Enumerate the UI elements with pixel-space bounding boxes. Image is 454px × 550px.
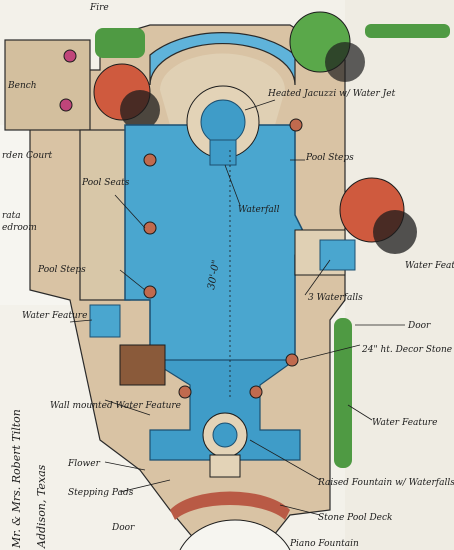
- label-flower: Flower: [67, 459, 101, 469]
- stone-vase-icon: [249, 385, 263, 399]
- leader-waterfall: [224, 164, 241, 206]
- label-top-partial: Fire: [89, 3, 109, 13]
- stone-vase-icon: [59, 98, 73, 112]
- label-door-bottom: Door: [111, 523, 135, 533]
- label-pool-steps-left: Pool Steps: [37, 265, 86, 275]
- label-pool-seats: Pool Seats: [81, 178, 130, 188]
- label-partial-left-2: edroom: [2, 223, 37, 233]
- label-stone-pool-deck: Stone Pool Deck: [318, 513, 393, 523]
- right-court: [345, 0, 454, 550]
- label-door-right: Door: [407, 321, 431, 331]
- leader-wall-mounted: [104, 399, 151, 416]
- label-water-feature-left: Water Feature: [22, 311, 87, 321]
- leader-stepping: [119, 479, 171, 493]
- left-garden-strip: [79, 129, 131, 301]
- left-water-feature: [89, 304, 121, 338]
- bottom-stone-arc: [179, 519, 291, 550]
- stone-vase-icon: [289, 118, 303, 132]
- label-heated-jacuzzi: Heated Jacuzzi w/ Water Jet: [267, 89, 396, 99]
- fountain-water: [212, 422, 238, 448]
- label-stone-vase: 24" ht. Decor Stone Vase: [361, 345, 454, 355]
- label-water-feature-right: Water Feature: [372, 418, 437, 428]
- leader-jacuzzi: [244, 99, 276, 111]
- leader-raised-fountain: [249, 439, 321, 481]
- hedge-top-left: [95, 28, 145, 58]
- label-partial-left-1: rata: [2, 211, 21, 221]
- leader-water-feature-left: [69, 319, 93, 323]
- right-waterfall-pool: [319, 239, 356, 271]
- planter-tree-shadow-3: [373, 210, 417, 254]
- label-waterfall: Waterfall: [238, 205, 280, 215]
- planter-tree-shadow-2: [325, 42, 365, 82]
- leader-water-feature-right: [347, 404, 373, 421]
- brown-planter: [119, 344, 166, 386]
- pool-dimension: 30'-0": [206, 259, 222, 290]
- label-wall-mounted: Wall mounted Water Feature: [50, 401, 181, 411]
- leader-pool-seats: [114, 194, 146, 229]
- label-3-waterfalls: 3 Waterfalls: [308, 293, 363, 303]
- stone-vase-icon: [285, 353, 299, 367]
- jacuzzi-waterfall: [209, 139, 237, 166]
- label-water-right-partial: Water Feature: [405, 261, 454, 271]
- hedge-right-column: [334, 318, 352, 468]
- leader-flower: [104, 461, 146, 471]
- stone-vase-icon: [143, 153, 157, 167]
- label-stepping-pads: Stepping Pads: [68, 488, 134, 498]
- jacuzzi-water: [200, 99, 246, 145]
- label-bottom-partial: Piano Fountain: [289, 539, 359, 549]
- stone-vase-icon: [143, 221, 157, 235]
- bottom-brick-band: [170, 491, 290, 520]
- stone-vase-icon: [63, 49, 77, 63]
- label-raised-fountain: Raised Fountain w/ Waterfalls: [317, 478, 454, 488]
- hedge-top-right: [365, 24, 450, 38]
- client-name-side: Mr. & Mrs. Robert Tilton: [10, 409, 23, 549]
- client-location-side: Addison, Texas: [35, 464, 48, 549]
- planter-tree-shadow: [120, 90, 160, 130]
- fountain-basin: [209, 454, 241, 478]
- leader-3-waterfalls: [304, 259, 331, 296]
- lower-pool: [147, 359, 301, 461]
- leader-pool-steps-left: [119, 269, 146, 291]
- label-pool-steps-right: Pool Steps: [305, 153, 354, 163]
- leader-vase: [299, 344, 361, 361]
- stone-vase-icon: [143, 285, 157, 299]
- label-garden-court: rden Court: [2, 151, 52, 161]
- leader-stone-deck: [279, 504, 321, 516]
- label-bench: Bench: [7, 81, 37, 91]
- stone-vase-icon: [178, 385, 192, 399]
- upper-arc-walk: [149, 31, 296, 86]
